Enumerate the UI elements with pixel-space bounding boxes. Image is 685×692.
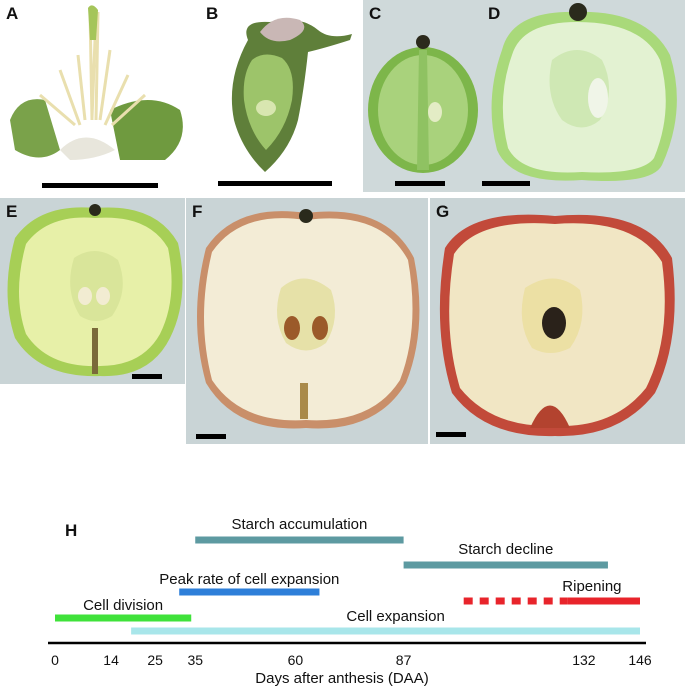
tick-label: 25 [147,652,163,668]
panel-a-photo [10,5,183,188]
panel-c: C [363,0,482,192]
phase-label: Cell division [83,597,163,614]
tick-label: 87 [396,652,412,668]
panel-e: E [0,198,185,384]
tick-label: 132 [572,652,596,668]
tick-label: 35 [187,652,203,668]
panel-a: A [0,0,200,192]
panel-h-label: H [65,521,77,540]
panel-a-label: A [6,4,19,23]
tick-label: 60 [288,652,304,668]
phase-label: Starch decline [458,541,553,558]
axis-label: Days after anthesis (DAA) [255,670,428,687]
panel-f: F [186,198,428,444]
panel-e-label: E [6,202,18,221]
tick-label: 146 [628,652,652,668]
phase-label: Ripening [562,578,621,595]
phase-label: Starch accumulation [231,516,367,533]
tick-label: 0 [51,652,59,668]
panel-d: D [482,0,685,192]
panel-f-photo [196,209,420,439]
panel-d-label: D [488,4,501,23]
panel-e-photo [7,204,183,379]
phase-label: Peak rate of cell expansion [159,571,339,588]
panel-d-photo [482,3,677,186]
panel-c-photo [368,35,478,186]
panel-b-photo [218,17,352,186]
panel-g: G [430,198,685,444]
panel-c-label: C [369,4,382,23]
tick-label: 14 [103,652,119,668]
panel-b-label: B [206,4,219,23]
panel-b: B [200,0,363,192]
panel-f-label: F [192,202,203,221]
phase-label: Cell expansion [346,608,444,625]
panel-g-label: G [436,202,450,221]
panel-g-photo [436,214,675,437]
